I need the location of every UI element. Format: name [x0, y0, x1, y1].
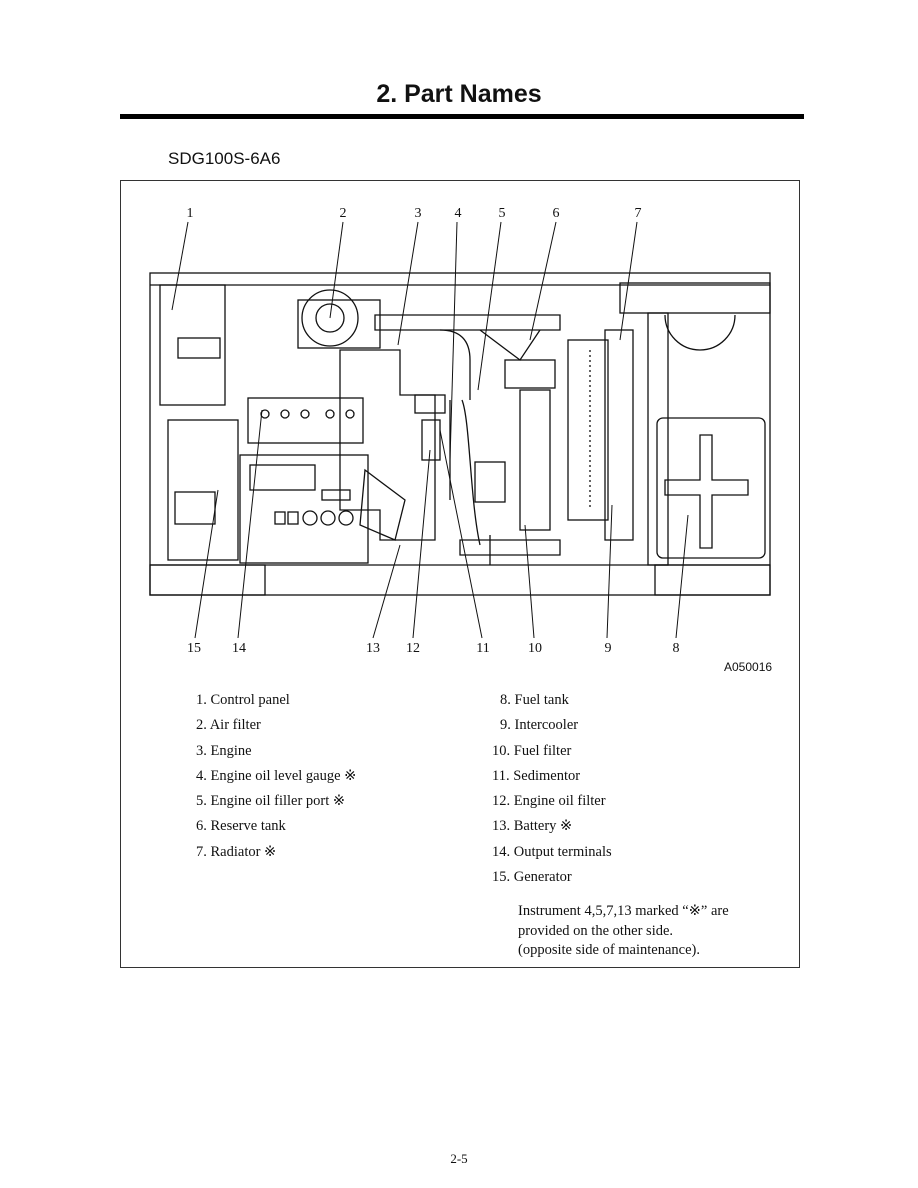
- figure-frame: [120, 180, 800, 968]
- title-rule: [120, 114, 804, 119]
- legend-item: 14. Output terminals: [492, 843, 612, 860]
- callout-3: 3: [415, 206, 422, 221]
- legend-right: 8. Fuel tank 9. Intercooler 10. Fuel fil…: [492, 688, 612, 890]
- oil-filter-shape: [421, 419, 441, 461]
- footnote-line: Instrument 4,5,7,13 marked “※” are: [518, 903, 729, 919]
- callout-2: 2: [340, 206, 347, 221]
- callout-9: 9: [605, 641, 612, 656]
- footnote: Instrument 4,5,7,13 marked “※” are provi…: [518, 902, 729, 961]
- callout-10: 10: [528, 641, 542, 656]
- callout-8: 8: [673, 641, 680, 656]
- legend-left: 1. Control panel 2. Air filter 3. Engine…: [196, 688, 356, 865]
- legend-item: 8. Fuel tank: [500, 692, 569, 708]
- fan-shape: [664, 314, 736, 351]
- legend-item: 10. Fuel filter: [492, 742, 572, 759]
- callout-5: 5: [499, 206, 506, 221]
- callout-6: 6: [553, 206, 560, 221]
- callout-4: 4: [455, 206, 462, 221]
- battery-shape: [359, 468, 406, 541]
- generator-shape: [167, 419, 239, 561]
- callout-11: 11: [476, 641, 489, 656]
- footnote-line: provided on the other side.: [518, 922, 674, 939]
- fuel-tank-shape: [656, 417, 766, 559]
- page-number: 2-5: [450, 1151, 468, 1166]
- fuel-filter-shape: [474, 461, 506, 503]
- legend-item: 3. Engine: [196, 742, 252, 759]
- control-panel-shape: [159, 284, 226, 406]
- footnote-line: (opposite side of maintenance).: [518, 942, 700, 958]
- legend-item: 4. Engine oil level gauge ※: [196, 767, 357, 784]
- legend-item: 13. Battery ※: [492, 818, 573, 835]
- reserve-tank-shape: [504, 359, 556, 389]
- figure-id: A050016: [724, 660, 773, 674]
- radiator-shape: [604, 329, 634, 541]
- legend-item: 1. Control panel: [196, 692, 290, 708]
- callout-15: 15: [187, 641, 201, 656]
- legend-item: 6. Reserve tank: [196, 818, 286, 835]
- legend-item: 15. Generator: [492, 869, 572, 886]
- intercooler-shape: [567, 339, 609, 521]
- page-title: 2. Part Names: [376, 80, 542, 108]
- enclosure-outline: [149, 272, 771, 596]
- legend-item: 9. Intercooler: [500, 717, 579, 734]
- callout-14: 14: [232, 641, 246, 656]
- callout-1: 1: [187, 206, 194, 221]
- callout-7: 7: [635, 206, 642, 221]
- legend-item: 7. Radiator ※: [196, 843, 277, 860]
- generator-diagram: 1 2 3 4 5 6 7 15 14 13 12 11 10 9 8: [149, 206, 771, 656]
- callout-13: 13: [366, 641, 380, 656]
- model-name: SDG100S-6A6: [168, 149, 281, 168]
- callout-12: 12: [406, 641, 420, 656]
- legend-item: 2. Air filter: [196, 717, 261, 734]
- air-filter-shape: [301, 289, 359, 347]
- legend-item: 11. Sedimentor: [492, 767, 581, 784]
- engine-shape: [339, 349, 436, 541]
- legend-item: 12. Engine oil filter: [492, 793, 606, 810]
- legend-item: 5. Engine oil filler port ※: [196, 793, 346, 810]
- output-terminals-shape: [247, 397, 364, 444]
